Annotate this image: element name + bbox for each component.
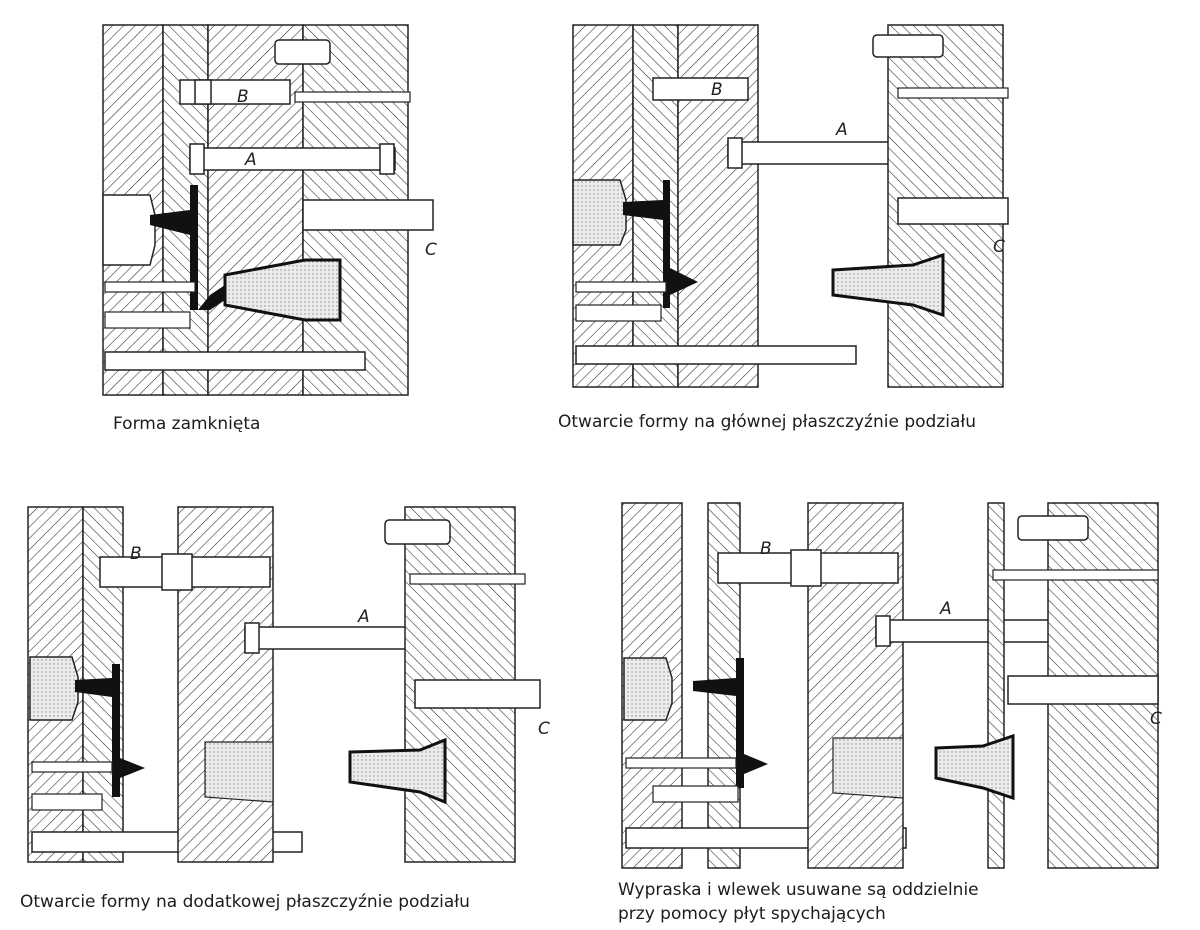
runner-sprue <box>75 664 120 797</box>
return-pin <box>652 785 739 803</box>
puller-bolt-a <box>189 147 396 171</box>
upper-rod <box>897 87 1009 99</box>
upper-rod <box>409 573 526 585</box>
upper-rod <box>992 569 1159 581</box>
part-label-a: A <box>357 607 370 627</box>
caption-main-parting: Otwarcie formy na głównej płaszczyźnie p… <box>558 412 976 432</box>
guide-pin-b <box>652 77 749 101</box>
return-pin <box>31 793 103 811</box>
ejector-pin <box>625 757 737 769</box>
puller-bolt-a <box>875 619 1067 643</box>
part-label-b: B <box>130 544 142 564</box>
sprue-tip <box>744 754 768 774</box>
part-label-b: B <box>760 539 772 559</box>
caption-closed: Forma zamknięta <box>113 414 261 434</box>
molded-part <box>934 733 1015 801</box>
part-label-c: C <box>538 719 550 739</box>
sprue-bushing <box>102 194 156 266</box>
sprue-bushing <box>29 656 79 721</box>
caption-separate-removal-line2: przy pomocy płyt spychających <box>618 904 886 924</box>
bolt-a-head-left <box>189 143 205 175</box>
sprue-tip <box>120 758 145 778</box>
ejector-rod-c <box>302 199 434 231</box>
part-label-c: C <box>993 237 1005 257</box>
sprue-tip <box>670 268 698 295</box>
diagram-main-parting-open: B A C <box>572 24 1009 388</box>
part-label-a: A <box>939 599 952 619</box>
diagram-closed-mold: B A C <box>102 24 437 396</box>
ejector-pin <box>104 281 196 293</box>
pin-b-stop <box>194 79 212 105</box>
part-label-a: A <box>835 120 848 140</box>
return-pin <box>104 311 191 329</box>
upper-rod <box>294 91 411 103</box>
ejector-rod-c <box>897 197 1009 225</box>
ejector-pin <box>575 281 667 293</box>
core-insert <box>832 737 904 799</box>
top-bolt <box>274 39 331 65</box>
molded-part <box>831 252 945 318</box>
caption-extra-parting: Otwarcie formy na dodatkowej płaszczyźni… <box>20 892 470 912</box>
sprue-bushing <box>623 657 673 721</box>
pin-b-stop <box>790 549 822 587</box>
pin-b-stop <box>161 553 193 591</box>
molded-part <box>348 737 447 805</box>
core-insert <box>204 741 274 803</box>
molded-part <box>223 258 342 322</box>
ejector-rod-c <box>414 679 541 709</box>
part-label-a: A <box>244 150 257 170</box>
ejector-plate <box>575 345 857 365</box>
ejector-rod-c <box>1007 675 1159 705</box>
part-label-c: C <box>1150 709 1162 729</box>
sprue-bushing <box>572 179 627 246</box>
caption-separate-removal-line1: Wypraska i wlewek usuwane są oddzielnie <box>618 880 979 900</box>
part-label-c: C <box>425 240 437 260</box>
part-label-b: B <box>237 87 249 107</box>
top-bolt <box>384 519 451 545</box>
top-bolt <box>1017 515 1089 541</box>
runner-sprue <box>623 180 670 308</box>
top-bolt <box>872 34 944 58</box>
return-pin <box>575 304 662 322</box>
part-label-b: B <box>711 80 723 100</box>
diagram-extra-parting-open: B A C <box>27 506 550 863</box>
bolt-a-head-left <box>875 615 891 647</box>
bolt-a-head-left <box>244 622 260 654</box>
runner-sprue <box>150 185 225 310</box>
bolt-a-head-right <box>379 143 395 175</box>
bolt-a-head-left <box>727 137 743 169</box>
ejector-pin <box>31 761 113 773</box>
ejector-stripper-plate <box>987 502 1005 869</box>
ejector-plate <box>104 351 366 371</box>
runner-sprue <box>693 658 744 788</box>
diagram-separate-removal: B A C <box>621 502 1162 869</box>
